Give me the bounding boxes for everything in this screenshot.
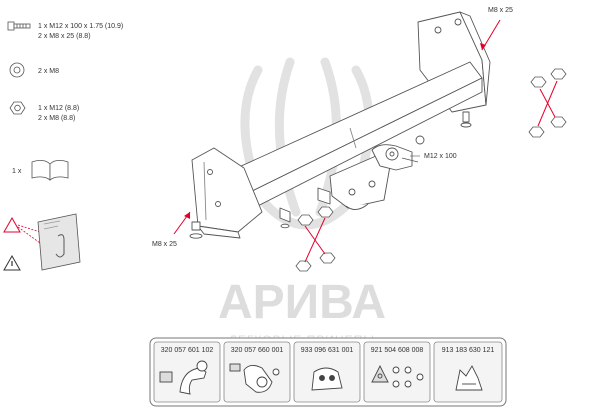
part-card-1: 320 057 601 102 <box>153 341 221 403</box>
parts-strip: 320 057 601 102 320 057 660 001 933 096 … <box>149 337 507 407</box>
nut-icon <box>319 252 336 264</box>
nut-icon <box>530 76 547 88</box>
legend-washers-line1: 2 x M8 <box>38 68 59 75</box>
callout-left: M8 x 25 <box>152 241 177 248</box>
socket-plate-icon <box>311 367 343 391</box>
cable-clip-icon <box>455 365 483 391</box>
nut-icon <box>550 116 567 128</box>
part-card-5: 913 183 630 121 <box>433 341 503 403</box>
legend: 1 x M12 x 100 x 1.75 (10.9) 2 x M8 x 25 … <box>3 21 123 271</box>
crossbar-tube <box>227 61 483 213</box>
part-code-1: 320 057 601 102 <box>161 347 214 354</box>
washer-icon <box>9 62 25 78</box>
part-card-4: 921 504 608 008 <box>363 341 431 403</box>
towbar-drawing <box>189 11 491 239</box>
warning-red-icon <box>3 216 21 233</box>
callout-top-right: M8 x 25 <box>488 7 513 14</box>
warning-panel <box>3 213 81 271</box>
part-code-4: 921 504 608 008 <box>371 347 424 354</box>
spec-card-icon <box>37 213 81 271</box>
callouts: M8 x 25 M8 x 25 M12 x 100 <box>152 7 513 248</box>
part-card-3: 933 096 631 001 <box>293 341 361 403</box>
legend-nuts-line2: 2 x M8 (8.8) <box>38 115 75 122</box>
nut-icon <box>317 206 334 218</box>
legend-manual-qty: 1 x <box>12 168 22 175</box>
wiring-socket-icon <box>229 363 280 393</box>
tow-ball-icon <box>159 360 208 395</box>
part-code-3: 933 096 631 001 <box>301 347 354 354</box>
legend-nuts-line1: 1 x M12 (8.8) <box>38 105 79 112</box>
nut-icon <box>297 214 314 226</box>
callout-center: M12 x 100 <box>424 153 457 160</box>
part-code-2: 320 057 660 001 <box>231 347 284 354</box>
left-bracket <box>189 147 263 239</box>
fastener-kit-icon <box>371 364 424 388</box>
manual-book-icon <box>31 160 69 181</box>
nut-icon <box>9 101 26 115</box>
nut-icon <box>295 260 312 272</box>
watermark-brand: АРИВА <box>218 276 386 329</box>
hardware-cluster-center <box>295 206 336 272</box>
bolt-icon <box>7 21 31 31</box>
nut-icon <box>550 68 567 80</box>
part-code-5: 913 183 630 121 <box>442 347 495 354</box>
nut-icon <box>528 126 545 138</box>
tow-ball <box>371 135 425 171</box>
hardware-cluster-right <box>528 68 567 138</box>
legend-bolts-line1: 1 x M12 x 100 x 1.75 (10.9) <box>38 23 123 30</box>
part-card-2: 320 057 660 001 <box>223 341 291 403</box>
legend-bolts-line2: 2 x M8 x 25 (8.8) <box>38 33 91 40</box>
